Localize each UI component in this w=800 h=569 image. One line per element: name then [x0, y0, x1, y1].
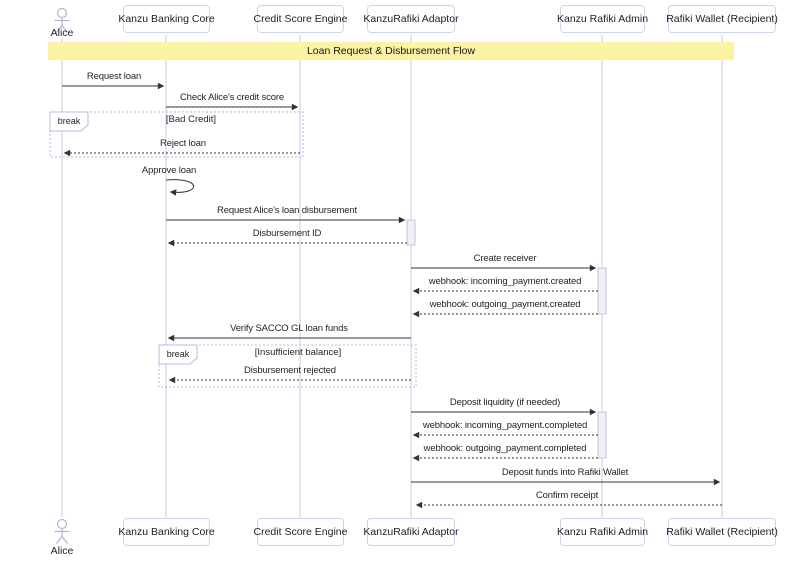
- break-label-1: break: [57, 116, 81, 126]
- activation-adaptor: [406, 219, 416, 246]
- participant-bottom-kanzurafiki-adaptor: KanzuRafiki Adaptor: [363, 518, 459, 546]
- message-label-webhook-outgoing-completed: webhook: outgoing_payment.completed: [423, 443, 587, 454]
- participant-top-kanzurafiki-adaptor: KanzuRafiki Adaptor: [363, 5, 459, 33]
- break-label-2: break: [166, 349, 190, 359]
- participant-top-rafiki-wallet: Rafiki Wallet (Recipient): [666, 5, 778, 33]
- message-label-reject-loan: Reject loan: [160, 138, 206, 149]
- message-label-deposit-funds-wallet: Deposit funds into Rafiki Wallet: [501, 467, 629, 478]
- message-label-webhook-incoming-completed: webhook: incoming_payment.completed: [422, 420, 588, 431]
- break-guard-bad-credit: [Bad Credit]: [165, 114, 217, 125]
- participant-top-kanzu-banking-core: Kanzu Banking Core: [118, 5, 215, 33]
- message-label-deposit-liquidity: Deposit liquidity (if needed): [449, 397, 561, 408]
- message-label-request-loan: Request loan: [86, 71, 142, 82]
- lifelines: [61, 35, 723, 518]
- arrow-approve-loan-self: [165, 179, 195, 196]
- message-label-approve-loan: Approve loan: [141, 165, 197, 176]
- message-label-create-receiver: Create receiver: [473, 253, 537, 264]
- participant-top-credit-score-engine: Credit Score Engine: [254, 5, 347, 33]
- break-guard-insufficient-balance: [Insufficient balance]: [254, 347, 342, 358]
- message-label-disbursement-id: Disbursement ID: [252, 228, 322, 239]
- message-label-request-disbursement: Request Alice's loan disbursement: [217, 205, 357, 216]
- participant-top-kanzu-rafiki-admin: Kanzu Rafiki Admin: [557, 5, 648, 33]
- message-arrows: [62, 82, 722, 509]
- diagram-title-banner: Loan Request & Disbursement Flow: [48, 42, 734, 60]
- message-label-webhook-incoming-created: webhook: incoming_payment.created: [428, 276, 582, 287]
- actor-icon-top: [54, 7, 70, 33]
- participant-bottom-kanzu-banking-core: Kanzu Banking Core: [118, 518, 215, 546]
- break-regions: [49, 111, 417, 388]
- participant-bottom-credit-score-engine: Credit Score Engine: [254, 518, 347, 546]
- message-label-confirm-receipt: Confirm receipt: [535, 490, 599, 501]
- message-label-check-credit-score: Check Alice's credit score: [179, 92, 285, 103]
- message-label-verify-sacco-funds: Verify SACCO GL loan funds: [230, 323, 348, 334]
- message-label-webhook-outgoing-created: webhook: outgoing_payment.created: [429, 299, 581, 310]
- actor-icon-bottom: [54, 518, 70, 544]
- activation-admin-1: [597, 267, 607, 315]
- actor-label-top: Alice: [50, 27, 74, 39]
- diagram-title: Loan Request & Disbursement Flow: [306, 45, 476, 57]
- participant-bottom-rafiki-wallet: Rafiki Wallet (Recipient): [666, 518, 778, 546]
- message-label-disbursement-rejected: Disbursement rejected: [244, 365, 336, 376]
- actor-label-bottom: Alice: [50, 545, 74, 557]
- break-label-box-1: [49, 111, 89, 132]
- break-region-insufficient-balance: [158, 344, 417, 388]
- break-label-box-2: [158, 344, 198, 365]
- activation-admin-2: [597, 411, 607, 459]
- participant-bottom-kanzu-rafiki-admin: Kanzu Rafiki Admin: [557, 518, 648, 546]
- break-region-bad-credit: [49, 111, 304, 158]
